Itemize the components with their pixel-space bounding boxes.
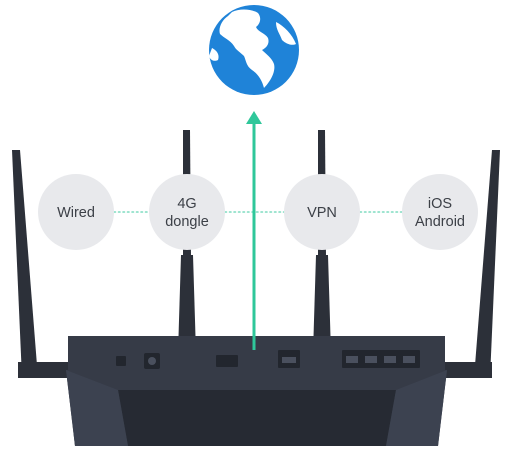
usb-port [216,355,238,367]
bubble-wired: Wired [38,174,114,250]
router-icon [66,336,447,446]
wan-port-pins [282,357,296,363]
antenna-right-hinge [440,362,492,378]
bubble-label: iOS [428,196,452,212]
router-front-dark-bevel [118,390,396,446]
bubble-vpn: VPN [284,174,360,250]
antenna-mid-right-base [313,255,331,353]
power-jack-core [148,357,156,365]
globe-americas [219,9,275,89]
bubble-4g-dongle: 4G dongle [149,174,225,250]
bubble-circle [149,174,225,250]
bubble-label: 4G [177,196,196,212]
bubble-circle [38,174,114,250]
globe-west-landmass [209,48,219,61]
lan-port-4 [403,356,415,363]
antenna-left-hinge [18,362,70,378]
reset-button [116,356,126,366]
bubble-ios-android: iOS Android [402,174,478,250]
up-arrow-icon [246,111,262,350]
lan-port-3 [384,356,396,363]
antenna-left-outer [12,150,38,378]
lan-port-1 [346,356,358,363]
router-front-right-facet [386,370,447,446]
globe-icon [209,5,299,95]
bubble-circle [402,174,478,250]
bubble-label: Wired [57,205,95,221]
lan-port-block [342,350,420,368]
lan-port-2 [365,356,377,363]
router-front-left-facet [66,370,128,446]
bubble-label: Android [415,214,465,230]
globe-east-landmass [276,22,296,45]
antenna-right-outer [474,150,500,378]
antenna-mid-left-base [178,255,196,353]
bubble-label: VPN [307,205,337,221]
bubble-circle [284,174,360,250]
connection-options: Wired 4G dongle VPN iOS Android [38,174,478,250]
bubble-label: dongle [165,214,209,230]
